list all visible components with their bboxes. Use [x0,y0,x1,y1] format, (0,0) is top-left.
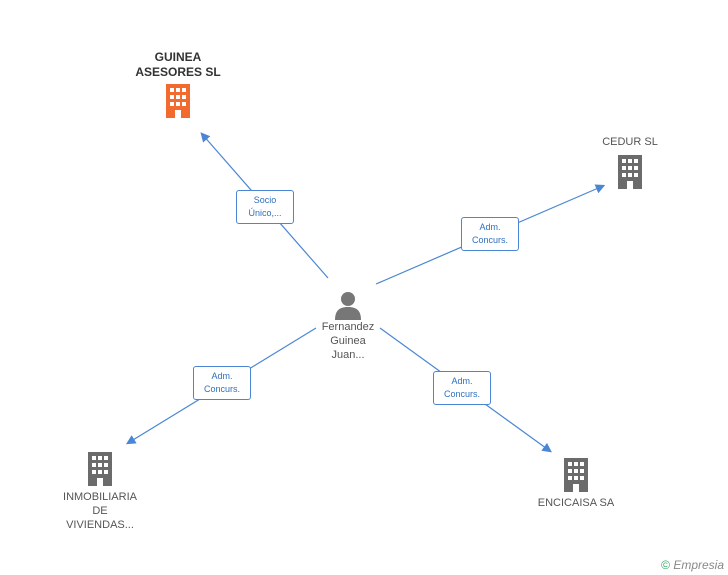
building-icon [618,155,642,189]
company-name-line1: INMOBILIARIA [63,491,137,503]
relation-label-guinea[interactable]: Socio Único,... [236,190,294,224]
person-name-line3: Juan... [331,349,365,361]
company-node-guinea[interactable]: GUINEA ASESORES SL [120,50,236,118]
relation-line1: Adm. [211,371,233,381]
company-node-encicaisa[interactable]: ENCICAISA SA [526,458,626,510]
copyright-icon: © [661,558,670,572]
building-icon [88,452,112,486]
company-name: CEDUR SL [602,136,658,148]
relation-line2: Único,... [248,208,282,218]
person-node[interactable]: Fernandez Guinea Juan... [306,290,390,362]
relation-line2: Concurs. [203,384,240,394]
person-icon [335,292,361,320]
relation-line1: Adm. [479,222,501,232]
person-name-line2: Guinea [330,335,366,347]
relation-label-encicaisa[interactable]: Adm. Concurs. [433,371,491,405]
company-name-line1: GUINEA [154,50,202,64]
relation-line1: Adm. [451,376,473,386]
relation-label-inmobiliaria[interactable]: Adm. Concurs. [193,366,251,400]
relation-line2: Concurs. [443,389,480,399]
company-name-line3: VIVIENDAS... [66,519,134,531]
relation-label-cedur[interactable]: Adm. Concurs. [461,217,519,251]
company-node-inmobiliaria[interactable]: INMOBILIARIA DE VIVIENDAS... [50,452,150,532]
relation-line2: Concurs. [471,235,508,245]
building-icon [564,458,588,492]
company-name-line2: ASESORES SL [135,65,221,79]
footer-brand: © Empresia [661,558,724,572]
company-name: ENCICAISA SA [537,497,615,509]
person-name-line1: Fernandez [321,321,375,333]
brand-logo: Empresia [673,558,724,572]
relation-line1: Socio [253,195,277,205]
company-node-cedur[interactable]: CEDUR SL [590,135,670,189]
building-icon [166,84,190,118]
company-name-line2: DE [92,505,108,517]
